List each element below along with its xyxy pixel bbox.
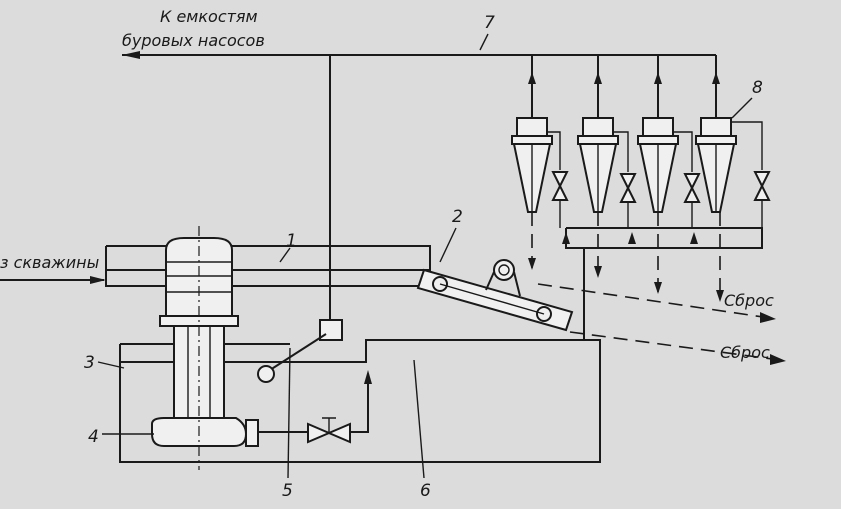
- feed-manifold: [565, 227, 763, 249]
- inlet-arrow: [90, 276, 106, 284]
- label-from-well: з скважины: [0, 253, 99, 272]
- callout-6: 6: [420, 481, 431, 501]
- label-drilling-pumps: буровых насосов: [122, 31, 265, 50]
- hydrocyclone-battery: [511, 55, 771, 340]
- hydrocyclone-4: [695, 117, 771, 238]
- hydrocyclone-1: [511, 117, 569, 228]
- hydrocyclone-2: [577, 117, 637, 228]
- vibrating-screen: [416, 259, 574, 332]
- discharge-line-lower: [569, 331, 781, 361]
- callout-3: 3: [84, 353, 95, 373]
- discharge-line-upper: [537, 283, 771, 319]
- callout-5: 5: [282, 481, 293, 501]
- label-discharge-upper: Сброс: [724, 291, 774, 310]
- callout-4: 4: [88, 427, 99, 447]
- pump-discharge-line: [258, 374, 369, 433]
- callout-2: 2: [452, 207, 463, 227]
- label-to-tanks: К емкостям: [160, 7, 258, 26]
- pump-unit: [151, 226, 259, 470]
- gate-valve-icon: [307, 417, 351, 444]
- header-arrow-left: [122, 51, 140, 59]
- label-discharge-lower: Сброс: [720, 343, 770, 362]
- callout-1: 1: [286, 231, 297, 251]
- hydrocyclone-3: [637, 117, 701, 228]
- callout-7: 7: [484, 13, 495, 33]
- inlet-trough: [105, 245, 431, 287]
- float-regulator: [257, 319, 343, 383]
- callout-8: 8: [752, 78, 763, 98]
